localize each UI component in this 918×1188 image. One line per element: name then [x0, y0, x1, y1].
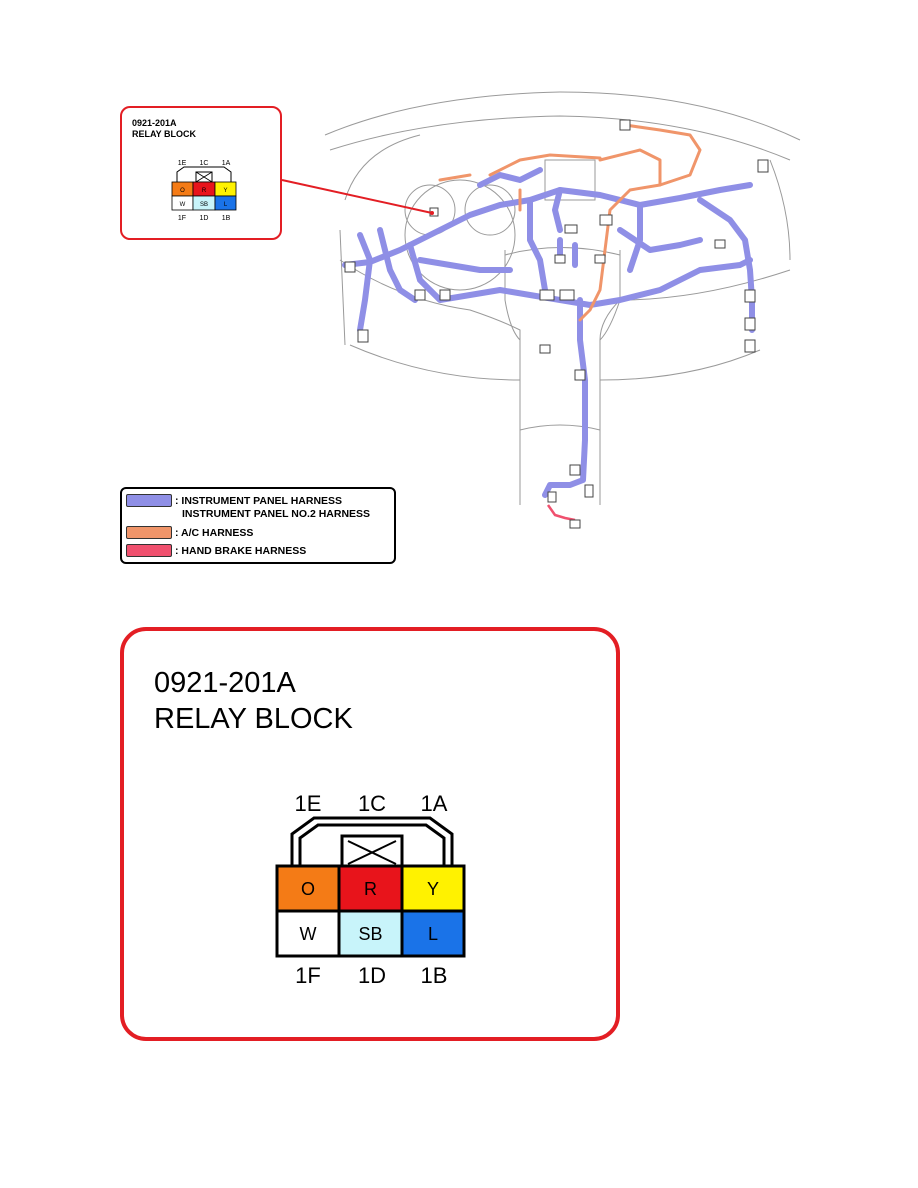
- wire-small-R: R: [202, 188, 207, 194]
- callout-small-title: 0921-201A RELAY BLOCK: [132, 118, 196, 140]
- wire-small-SB: SB: [200, 202, 208, 208]
- pin-label-small-1E: 1E: [178, 160, 187, 167]
- cavity-1B: [400, 909, 466, 958]
- wire-color-SB: SB: [358, 924, 382, 944]
- legend-label-ac: : A/C HARNESS: [175, 527, 254, 539]
- cavity-1E: [275, 864, 341, 913]
- pin-label-small-1A: 1A: [222, 160, 231, 167]
- pin-label-small-1F: 1F: [178, 215, 186, 222]
- callout-pointer-line: [281, 179, 433, 214]
- wire-small-W: W: [180, 202, 186, 208]
- cavity-1D: [337, 909, 404, 958]
- harness-diagram: [281, 91, 801, 529]
- wire-color-Y: Y: [427, 879, 439, 899]
- pin-label-small-1C: 1C: [200, 160, 209, 167]
- connector-face-small: 1E 1C 1A O R Y W SB L 1F 1D 1B: [171, 160, 237, 222]
- legend-label-ip: : INSTRUMENT PANEL HARNESS: [175, 495, 343, 507]
- connector-name-large: RELAY BLOCK: [154, 703, 353, 735]
- wire-color-L: L: [428, 924, 438, 944]
- legend-swatch-hand-brake: [126, 544, 172, 557]
- wire-color-O: O: [301, 879, 315, 899]
- connector-face-large: 1E 1C 1A O R Y W SB L 1F 1D 1B: [275, 791, 466, 988]
- connector-name-small: RELAY BLOCK: [132, 129, 197, 139]
- cavity-1F: [275, 909, 341, 958]
- pin-label-1A: 1A: [421, 791, 448, 816]
- connector-callout-small: 0921-201A RELAY BLOCK 1E 1C 1A O R Y W S…: [120, 106, 282, 240]
- legend-swatch-ip: [126, 494, 172, 507]
- cavity-1A: [400, 864, 466, 913]
- pin-label-1D: 1D: [358, 963, 386, 988]
- pin-label-small-1B: 1B: [222, 215, 231, 222]
- legend-label-ip-no2: INSTRUMENT PANEL NO.2 HARNESS: [182, 508, 371, 520]
- pin-label-1F: 1F: [295, 963, 321, 988]
- pin-label-1B: 1B: [421, 963, 448, 988]
- wire-small-Y: Y: [223, 188, 227, 194]
- pin-label-small-1D: 1D: [200, 215, 209, 222]
- harness-legend: : INSTRUMENT PANEL HARNESS INSTRUMENT PA…: [120, 487, 396, 564]
- connector-code-small: 0921-201A: [132, 118, 177, 128]
- pin-label-1C: 1C: [358, 791, 386, 816]
- wire-small-L: L: [224, 202, 228, 208]
- wire-small-O: O: [180, 188, 185, 194]
- pin-label-1E: 1E: [295, 791, 322, 816]
- legend-label-hand-brake: : HAND BRAKE HARNESS: [175, 545, 307, 557]
- connector-code-large: 0921-201A: [154, 667, 296, 699]
- legend-swatch-ac: [126, 526, 172, 539]
- connector-callout-large: 0921-201A RELAY BLOCK 1E 1C 1A O R Y W S…: [120, 627, 620, 1041]
- wire-color-R: R: [364, 879, 377, 899]
- callout-large-title: 0921-201A RELAY BLOCK: [154, 665, 353, 737]
- wire-color-W: W: [300, 924, 317, 944]
